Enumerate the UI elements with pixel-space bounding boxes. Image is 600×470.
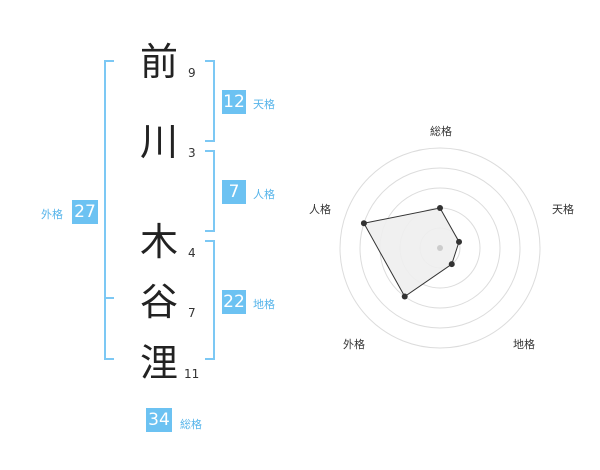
radar-ring-5	[339, 147, 541, 349]
radar-label-chikaku: 地格	[513, 338, 535, 351]
char-1: 前	[140, 40, 179, 84]
radar-point-4	[401, 293, 408, 300]
strokes-4: 7	[188, 306, 196, 320]
jinkaku-value: 7	[222, 180, 246, 204]
tenkaku-label: 天格	[253, 98, 275, 111]
radar-label-gaikaku: 外格	[343, 338, 365, 351]
radar-point-5	[360, 220, 367, 227]
char-5: 浬	[140, 341, 179, 385]
radar-ring-1	[419, 227, 461, 269]
tenkaku-bracket	[205, 60, 215, 142]
strokes-5: 11	[184, 367, 200, 381]
char-3: 木	[140, 220, 179, 264]
radar-point-1	[437, 205, 443, 211]
radar-ring-4	[359, 167, 521, 329]
char-4: 谷	[140, 280, 179, 324]
radar-label-jinkaku: 人格	[309, 203, 331, 216]
radar-label-soukaku: 総格	[430, 125, 452, 138]
radar-point-3	[448, 261, 455, 268]
radar-center-point	[437, 245, 443, 251]
jinkaku-bracket	[205, 150, 215, 232]
chikaku-bracket	[205, 240, 215, 360]
radar-ring-2	[399, 207, 481, 289]
radar-point-2	[456, 238, 463, 245]
radar-ring-3	[379, 187, 501, 309]
strokes-1: 9	[188, 66, 196, 80]
gaikaku-label: 外格	[41, 208, 63, 221]
gaikaku-bracket-mid-tick	[104, 297, 114, 299]
chikaku-label: 地格	[253, 298, 275, 311]
soukaku-label: 総格	[180, 418, 202, 431]
tenkaku-value: 12	[222, 90, 246, 114]
radar-polygon	[363, 207, 460, 298]
strokes-2: 3	[188, 146, 196, 160]
chikaku-value: 22	[222, 290, 246, 314]
radar-label-tenkaku: 天格	[552, 203, 574, 216]
char-2: 川	[140, 120, 179, 164]
gaikaku-value: 27	[72, 200, 98, 224]
strokes-3: 4	[188, 246, 196, 260]
soukaku-value: 34	[146, 408, 172, 432]
gaikaku-bracket	[104, 60, 114, 360]
jinkaku-label: 人格	[253, 188, 275, 201]
